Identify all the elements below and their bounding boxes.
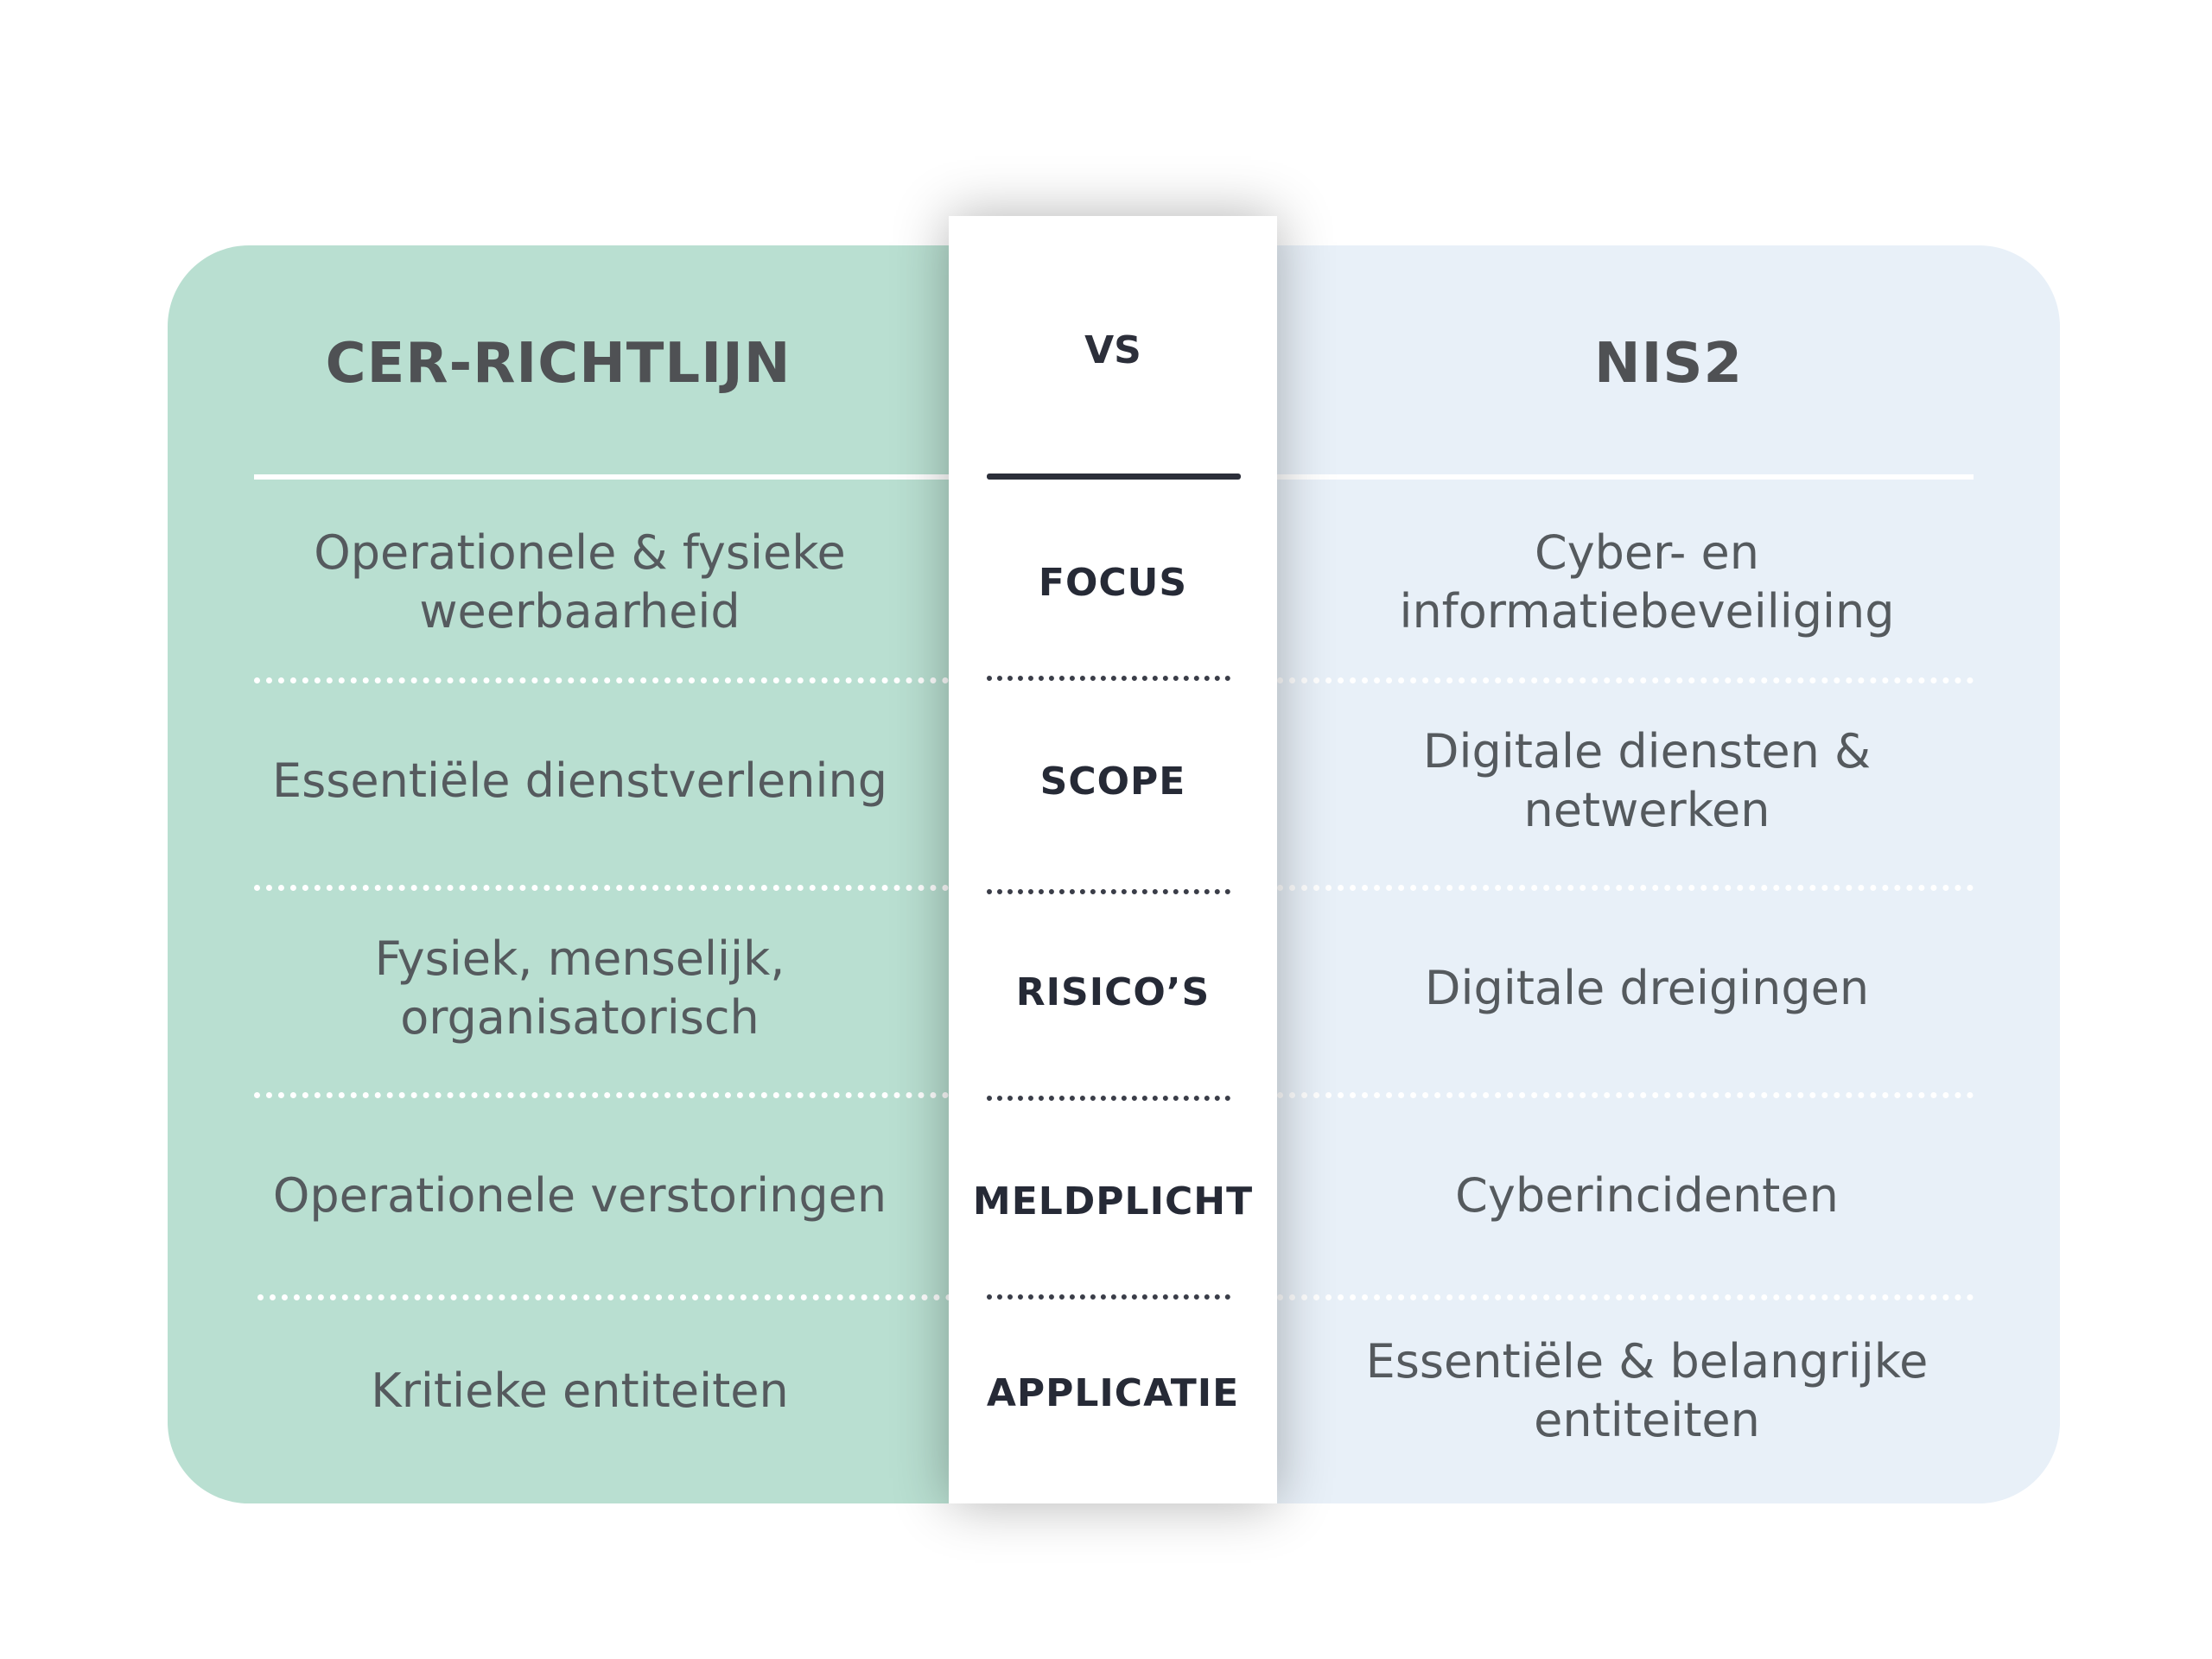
nis2-row-divider <box>1277 1092 1974 1098</box>
vs-title: VS <box>1084 328 1141 372</box>
label-reporting: MELDPLICHT <box>972 1179 1254 1224</box>
vs-row-divider <box>987 1096 1230 1101</box>
cer-risks-cell: Fysiek, menselijk, organisatorisch <box>211 893 949 1084</box>
cer-title-divider <box>254 474 949 480</box>
cer-reporting-cell: Operationele verstoringen <box>211 1101 949 1291</box>
cer-title: CER-RICHTLIJN <box>325 332 791 396</box>
nis2-application-cell: Essentiële & belangrijke entiteiten <box>1277 1305 2017 1478</box>
label-risks: RISICO’S <box>1015 969 1211 1014</box>
cer-row-divider <box>257 1294 952 1300</box>
label-focus: FOCUS <box>1038 560 1188 605</box>
cer-reporting-text: Operationele verstoringen <box>272 1168 887 1223</box>
cer-row-divider <box>254 885 949 891</box>
nis2-title: NIS2 <box>1594 332 1743 396</box>
nis2-application-text: Essentiële & belangrijke entiteiten <box>1365 1334 1929 1447</box>
cer-application-text: Kritieke entiteiten <box>371 1363 789 1418</box>
cer-scope-cell: Essentiële dienstverlening <box>211 686 949 876</box>
vs-panel: VS FOCUS SCOPE RISICO’S MELDPLICHT APPLI… <box>949 216 1277 1503</box>
cer-focus-text: Operationele & fysieke weerbaarheid <box>314 525 846 639</box>
cer-risks-text: Fysiek, menselijk, organisatorisch <box>374 931 785 1045</box>
nis2-risks-cell: Digitale dreigingen <box>1277 893 2017 1084</box>
cer-scope-text: Essentiële dienstverlening <box>272 753 887 808</box>
nis2-reporting-text: Cyberincidenten <box>1455 1168 1839 1223</box>
nis2-title-divider <box>1277 474 1974 480</box>
cer-row-divider <box>254 677 949 683</box>
label-scope: SCOPE <box>1039 759 1186 804</box>
vs-row-divider <box>987 1294 1230 1300</box>
nis2-risks-text: Digitale dreigingen <box>1424 961 1870 1015</box>
nis2-row-divider <box>1277 1294 1974 1300</box>
cer-focus-cell: Operationele & fysieke weerbaarheid <box>211 496 949 669</box>
nis2-row-divider <box>1277 677 1974 683</box>
cer-row-divider <box>254 1092 949 1098</box>
vs-row-divider <box>987 676 1230 681</box>
nis2-focus-cell: Cyber- en informatiebeveiliging <box>1277 496 2017 669</box>
vs-row-divider <box>987 889 1230 894</box>
nis2-scope-text: Digitale diensten & netwerken <box>1422 724 1872 837</box>
nis2-row-divider <box>1277 885 1974 891</box>
nis2-reporting-cell: Cyberincidenten <box>1277 1101 2017 1291</box>
label-application: APPLICATIE <box>986 1370 1240 1415</box>
cer-panel: CER-RICHTLIJN Operationele & fysieke wee… <box>168 245 952 1503</box>
vs-title-divider <box>987 474 1241 480</box>
nis2-scope-cell: Digitale diensten & netwerken <box>1277 686 2017 876</box>
nis2-panel: NIS2 Cyber- en informatiebeveiliging Dig… <box>1277 245 2060 1503</box>
nis2-focus-text: Cyber- en informatiebeveiliging <box>1399 525 1895 639</box>
cer-application-cell: Kritieke entiteiten <box>211 1305 949 1478</box>
